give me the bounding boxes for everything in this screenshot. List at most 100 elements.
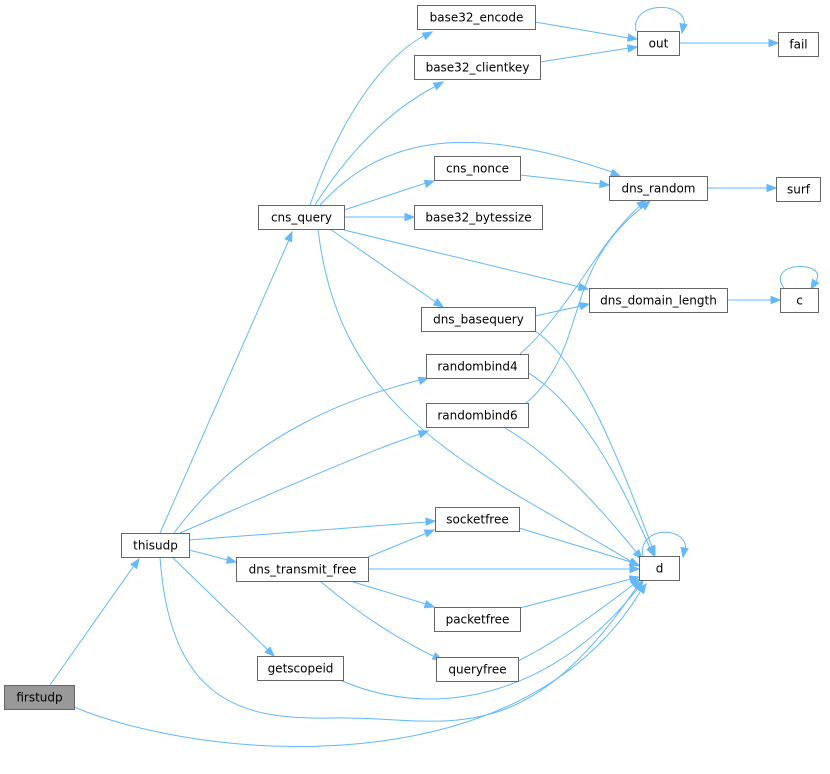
edge-line (365, 532, 428, 559)
edge-line (534, 305, 582, 317)
node-surf[interactable]: surf (776, 177, 821, 202)
node-label: base32_encode (430, 11, 524, 25)
arrowhead-icon (770, 295, 782, 305)
node-box[interactable] (258, 205, 345, 230)
node-randombind4[interactable]: randombind4 (426, 354, 529, 379)
node-out[interactable]: out (637, 31, 680, 56)
node-label: queryfree (448, 663, 506, 677)
node-box[interactable] (4, 685, 75, 710)
edge-cns_query-to-base32_encode (309, 31, 434, 206)
node-box[interactable] (435, 507, 520, 532)
node-randombind6[interactable]: randombind6 (426, 403, 529, 428)
node-dns_basequery[interactable]: dns_basequery (421, 307, 536, 332)
node-base32_clientkey[interactable]: base32_clientkey (414, 55, 541, 80)
edge-queryfree-to-d (517, 578, 642, 662)
edge-c-to-c (780, 266, 820, 291)
node-label: dns_random (621, 182, 695, 196)
edge-line (173, 379, 421, 534)
arrowhead-icon (634, 579, 644, 592)
arrowhead-icon (425, 517, 437, 526)
arrowhead-icon (609, 168, 622, 177)
arrowhead-icon (577, 282, 590, 291)
node-box[interactable] (414, 55, 541, 80)
node-label: randombind4 (437, 360, 517, 374)
edge-line (339, 587, 639, 700)
edge-line (635, 6, 685, 32)
node-label: dns_domain_length (600, 294, 717, 308)
arrowhead-icon (629, 564, 641, 574)
node-box[interactable] (780, 288, 819, 313)
node-dns_random[interactable]: dns_random (609, 176, 708, 201)
node-box[interactable] (257, 656, 344, 681)
node-socketfree[interactable]: socketfree (435, 507, 520, 532)
node-cns_nonce[interactable]: cns_nonce (434, 156, 521, 181)
edge-line (314, 85, 437, 206)
node-packetfree[interactable]: packetfree (434, 607, 521, 632)
arrowhead-icon (628, 558, 641, 567)
edge-line (519, 578, 632, 609)
node-box[interactable] (121, 533, 190, 558)
node-box[interactable] (434, 607, 521, 632)
node-cns_query[interactable]: cns_query (258, 205, 345, 230)
node-queryfree[interactable]: queryfree (436, 657, 519, 682)
edge-line (329, 228, 438, 304)
edge-cns_query-to-base32_bytessize (344, 212, 416, 222)
node-base32_bytessize[interactable]: base32_bytessize (414, 205, 543, 230)
node-d[interactable]: d (639, 556, 680, 581)
arrowhead-icon (225, 555, 238, 564)
node-label: socketfree (446, 513, 508, 527)
edge-packetfree-to-d (519, 575, 641, 609)
edge-cns_query-to-dns_basequery (329, 228, 445, 308)
edge-base32_encode-to-out (534, 21, 639, 42)
arrowhead-icon (417, 376, 430, 385)
node-box[interactable] (421, 307, 536, 332)
edge-thisudp-to-socketfree (188, 517, 437, 541)
edge-randombind4-to-d (519, 367, 655, 558)
node-box[interactable] (417, 5, 536, 30)
node-getscopeid[interactable]: getscopeid (257, 656, 344, 681)
node-label: thisudp (133, 539, 178, 553)
edge-thisudp-to-getscopeid (171, 556, 275, 657)
arrowhead-icon (599, 179, 611, 189)
node-box[interactable] (426, 403, 529, 428)
edge-line (519, 174, 602, 185)
edge-randombind6-to-d (504, 427, 643, 561)
node-box[interactable] (414, 205, 543, 230)
node-box[interactable] (589, 288, 728, 313)
node-label: out (649, 37, 669, 51)
arrowhead-icon (421, 31, 434, 41)
edge-out-to-fail (679, 38, 780, 48)
node-box[interactable] (434, 156, 521, 181)
edge-line (518, 527, 632, 563)
node-box[interactable] (639, 556, 680, 581)
node-fail[interactable]: fail (778, 32, 819, 57)
node-dns_transmit_free[interactable]: dns_transmit_free (236, 557, 369, 582)
node-firstudp[interactable]: firstudp (4, 685, 75, 710)
edge-cns_query-to-base32_clientkey (314, 81, 445, 206)
node-box[interactable] (776, 177, 821, 202)
edge-firstudp-to-thisudp (49, 557, 140, 686)
edge-out-to-out (635, 6, 688, 35)
node-c[interactable]: c (780, 288, 819, 313)
node-box[interactable] (426, 354, 529, 379)
node-base32_encode[interactable]: base32_encode (417, 5, 536, 30)
edge-dns_random-to-surf (707, 183, 778, 193)
node-box[interactable] (778, 32, 819, 57)
node-dns_domain_length[interactable]: dns_domain_length (589, 288, 728, 313)
edge-line (519, 367, 651, 549)
node-box[interactable] (637, 31, 680, 56)
node-box[interactable] (236, 557, 369, 582)
edge-d-to-d (642, 531, 689, 559)
node-label: dns_transmit_free (249, 563, 357, 577)
arrowhead-icon (629, 578, 642, 589)
edge-line (188, 521, 428, 541)
arrowhead-icon (423, 179, 436, 188)
edge-line (504, 427, 638, 554)
edge-line (319, 580, 436, 658)
node-thisudp[interactable]: thisudp (121, 533, 190, 558)
node-box[interactable] (436, 657, 519, 682)
arrowhead-icon (640, 200, 652, 211)
edge-cns_nonce-to-dns_random (519, 174, 611, 189)
edge-line (519, 205, 641, 355)
node-box[interactable] (609, 176, 708, 201)
